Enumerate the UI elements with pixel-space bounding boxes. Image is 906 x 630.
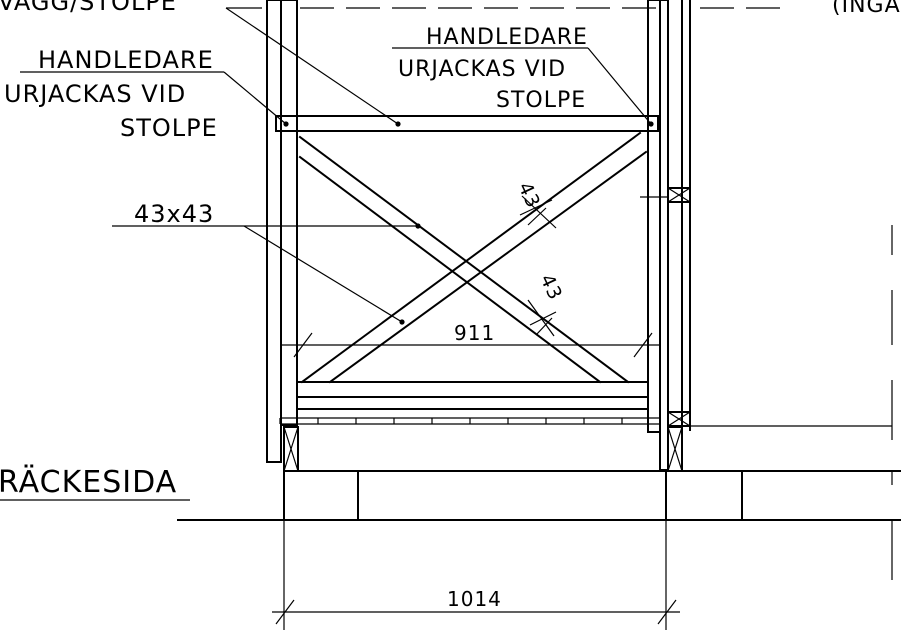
dim-1014-label: 1014: [447, 587, 502, 611]
right-post: [647, 0, 892, 471]
handrail-right-line3: STOLPE: [496, 88, 586, 113]
handrail-left-line1: HANDLEDARE: [38, 46, 214, 74]
brace-size-label: 43x43: [134, 200, 214, 228]
decking-boards: [279, 417, 661, 425]
dimension-1014: 1014: [272, 520, 680, 630]
railing-side-title: RÄCKESIDA: [0, 464, 190, 501]
top-right-cut-label: (INGÅ: [832, 0, 901, 18]
handrail-left-line3: STOLPE: [120, 114, 218, 142]
handrail-note-left: HANDLEDARE URJACKAS VID STOLPE: [4, 46, 218, 142]
leader-handrail-left: [20, 71, 287, 125]
bottom-rails: [297, 381, 649, 410]
dimension-911: 911: [282, 321, 660, 358]
brace-dim-lower-label: 43: [535, 271, 566, 304]
handrail-right-line1: HANDLEDARE: [426, 25, 588, 50]
leader-wall-post: [225, 7, 399, 125]
brace-dim-lower: 43: [527, 271, 566, 337]
dim-911-label: 911: [454, 321, 495, 345]
beam: [283, 470, 901, 521]
leader-brace: [112, 225, 418, 323]
handrail-left-line2: URJACKAS VID: [4, 80, 186, 108]
handrail-note-right: HANDLEDARE URJACKAS VID STOLPE: [398, 25, 588, 113]
left-post: [266, 0, 298, 463]
handrail: [275, 115, 659, 132]
wall-post-label: VÄGG/STOLPE: [0, 0, 177, 16]
railing-side-label: RÄCKESIDA: [0, 464, 177, 500]
blocking-right: [640, 187, 691, 427]
joist-right: [667, 426, 683, 472]
joist-left: [283, 426, 299, 472]
leader-handrail-right: [392, 47, 652, 125]
handrail-right-line2: URJACKAS VID: [398, 57, 566, 82]
